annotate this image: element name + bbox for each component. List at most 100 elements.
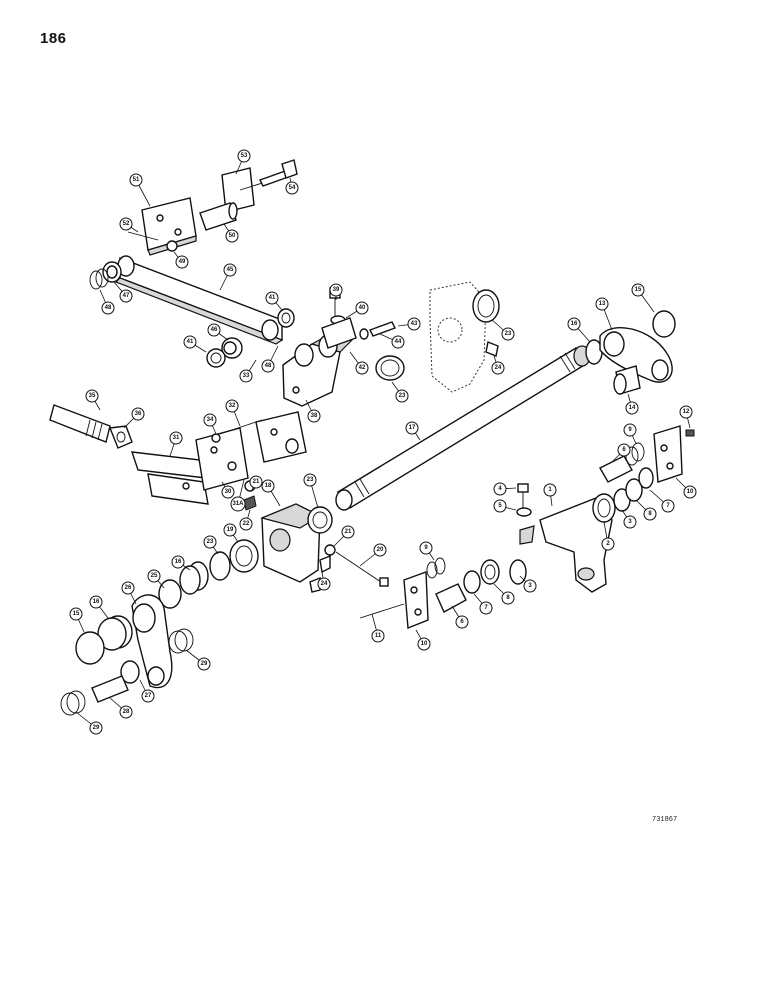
callout-35: 35 (85, 389, 101, 411)
callout-48: 48 (261, 345, 279, 373)
plate-10-left (403, 571, 429, 630)
callout-44: 44 (379, 333, 405, 349)
callout-38: 38 (305, 399, 321, 423)
callout-number: 2 (606, 541, 610, 547)
bolt-11 (359, 603, 405, 619)
callout-23: 23 (303, 473, 319, 509)
pin-42 (321, 317, 357, 349)
fitting-24-top (485, 341, 499, 357)
callout-circle (329, 283, 343, 297)
callout-22: 22 (239, 509, 253, 531)
callout-circle (523, 579, 537, 593)
callout-24: 24 (317, 571, 331, 591)
callout-number: 53 (241, 153, 248, 159)
callout-49: 49 (173, 251, 189, 269)
callout-1: 1 (543, 483, 557, 507)
bushing-27 (120, 660, 140, 684)
callout-circle (307, 409, 321, 423)
callout-number: 46 (211, 327, 218, 333)
callout-6: 6 (451, 605, 469, 629)
ring-29-left (60, 690, 86, 716)
callout-39: 39 (329, 283, 343, 300)
ring-7-upper (638, 467, 654, 489)
callout-24: 24 (491, 355, 505, 375)
ring-41-upper (277, 308, 295, 328)
callout-number: 15 (73, 611, 80, 617)
callout-circle (501, 327, 515, 341)
callout-number: 23 (307, 477, 314, 483)
fitting-24-mid (319, 554, 331, 574)
callout-circle (121, 581, 135, 595)
callout-number: 23 (207, 539, 214, 545)
callout-layer: 1233456677889910101112131415151616161718… (69, 149, 697, 735)
callout-circle (661, 499, 675, 513)
washer-21-mid (324, 544, 336, 556)
callout-21: 21 (249, 475, 263, 491)
callout-8: 8 (635, 499, 657, 521)
callout-number: 42 (359, 365, 366, 371)
callout-number: 48 (265, 363, 272, 369)
callout-50: 50 (223, 223, 239, 243)
lever-26 (131, 594, 173, 689)
callout-number: 33 (243, 373, 250, 379)
callout-circle (417, 637, 431, 651)
callout-number: 12 (683, 409, 690, 415)
callout-number: 13 (599, 301, 606, 307)
plate-30 (195, 427, 249, 491)
callout-23: 23 (203, 535, 219, 555)
callout-number: 47 (123, 293, 130, 299)
callout-6: 6 (611, 443, 631, 463)
callout-31: 31 (169, 431, 183, 457)
callout-25: 25 (147, 569, 165, 589)
callout-number: 50 (229, 233, 236, 239)
callout-number: 3 (628, 519, 632, 525)
callout-10: 10 (415, 629, 431, 651)
callout-circle (89, 721, 103, 735)
link-arm-45 (114, 255, 284, 345)
callout-circle (119, 217, 133, 231)
callout-20: 20 (359, 543, 387, 567)
callout-12: 12 (679, 405, 693, 429)
callout-circle (119, 289, 133, 303)
seal-16-lower (97, 615, 133, 651)
fitting-24-low (309, 576, 321, 593)
callout-circle (625, 401, 639, 415)
callout-circle (131, 407, 145, 421)
drawing-code: 731867 (652, 816, 678, 824)
callout-circle (501, 591, 515, 605)
callout-number: 40 (359, 305, 366, 311)
callout-21: 21 (333, 525, 355, 547)
pin-52 (127, 231, 178, 252)
bolt-54 (259, 159, 298, 187)
callout-number: 34 (207, 417, 214, 423)
cap-12 (685, 429, 695, 437)
callout-number: 7 (666, 503, 670, 509)
callout-number: 43 (411, 321, 418, 327)
block-18 (260, 503, 322, 583)
callout-number: 25 (151, 573, 158, 579)
callout-18: 18 (261, 479, 281, 507)
ring-7-lower (463, 570, 481, 594)
callout-number: 29 (201, 661, 208, 667)
callout-number: 35 (89, 393, 96, 399)
callout-circle (405, 421, 419, 435)
callout-circle (225, 399, 239, 413)
callout-number: 38 (311, 413, 318, 419)
callout-circle (101, 301, 115, 315)
bushing-23-top (472, 289, 500, 323)
callout-number: 6 (460, 619, 464, 625)
callout-circle (249, 475, 263, 489)
callout-47: 47 (113, 281, 133, 303)
nut-36 (109, 425, 133, 449)
callout-circle (617, 443, 631, 457)
callout-circle (239, 517, 253, 531)
callout-41: 41 (183, 335, 207, 353)
callout-40: 40 (345, 301, 369, 319)
bushing-14 (613, 365, 641, 395)
callout-number: 54 (289, 185, 296, 191)
callout-31a: 31A (230, 479, 246, 512)
callout-27: 27 (139, 679, 155, 703)
callout-number: 22 (243, 521, 250, 527)
callout-circle (355, 301, 369, 315)
